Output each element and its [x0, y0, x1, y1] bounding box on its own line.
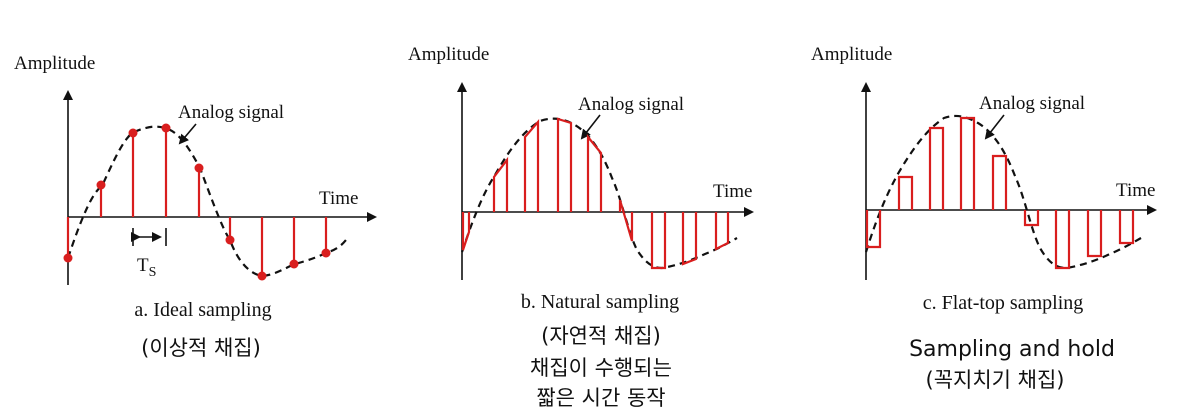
panel-ideal-sampling: Amplitude Time Analog signal TS a. Ideal…	[14, 53, 377, 360]
flat-top-sample-pulses	[865, 116, 1135, 270]
analog-signal-label: Analog signal	[979, 93, 1085, 114]
time-label: Time	[1116, 180, 1155, 201]
korean-note-line: 짧은 시간 동작	[536, 386, 665, 410]
analog-signal-curve	[864, 114, 1142, 270]
time-label: Time	[319, 188, 358, 209]
time-label: Time	[713, 181, 752, 202]
korean-note-line: (꼭지치기 채집)	[926, 368, 1065, 392]
amplitude-label: Amplitude	[408, 44, 489, 65]
signal-pointer-arrow	[580, 114, 601, 140]
signal-pointer-arrow	[984, 114, 1005, 140]
amplitude-label: Amplitude	[811, 44, 892, 65]
sampling-interval-marker: TS	[131, 228, 167, 280]
sample-pulses	[63, 123, 331, 281]
interval-label: TS	[137, 255, 156, 280]
amplitude-label: Amplitude	[14, 53, 95, 74]
analog-signal-label: Analog signal	[578, 94, 684, 115]
caption: b. Natural sampling	[521, 291, 679, 313]
analog-signal-label: Analog signal	[178, 102, 284, 123]
caption: a. Ideal sampling	[134, 299, 271, 321]
natural-sample-pulses	[461, 117, 730, 270]
analog-signal-curve	[66, 125, 347, 278]
caption: c. Flat-top sampling	[923, 292, 1084, 314]
panel-natural-sampling: Amplitude Time Analog signal b. Natural …	[408, 44, 754, 410]
analog-signal-curve	[460, 117, 738, 270]
korean-note-line: 채집이 수행되는	[530, 356, 672, 380]
korean-note-line: Sampling and hold	[909, 337, 1115, 362]
korean-note-line: (이상적 채집)	[141, 336, 261, 360]
korean-note-line: (자연적 채집)	[541, 324, 661, 348]
panel-flat-top-sampling: Amplitude Time Analog signal c. Flat-top…	[811, 44, 1157, 392]
